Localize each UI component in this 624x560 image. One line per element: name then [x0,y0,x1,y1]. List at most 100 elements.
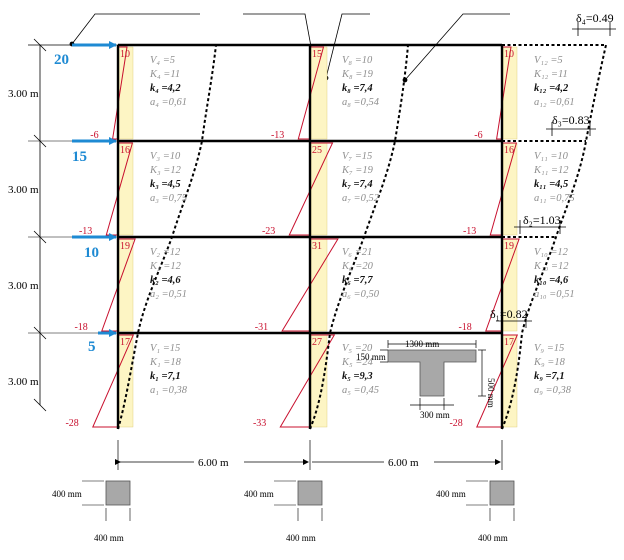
param-V-middle-3: V₇ =15 [342,151,372,162]
param-K-middle-2: K₆ =20 [341,261,374,272]
leader-line-2 [243,13,313,53]
moment-top-middle-1: 27 [312,337,322,348]
displacement-labels: δ₄=0.49 δ₃=0.83 δ₂=1.03 δ₁=0.82 [490,11,614,321]
load-value-2: 10 [84,245,99,261]
tbeam-total-depth: 500 mm [486,378,496,408]
param-a-middle-3: a₇ =0,52 [342,193,380,204]
param-K-left-2: K₂ =12 [149,261,182,272]
shear-band-right-4 [502,46,518,140]
param-a-right-1: a₉ =0,38 [534,385,572,396]
moment-bottom-right-4: -6 [474,130,482,141]
story-height-labels: 3.00 m 3.00 m 3.00 m 3.00 m [8,88,39,388]
shear-band-middle-2 [310,238,328,332]
story-height-1: 3.00 m [8,376,39,388]
moment-top-left-4: 10 [120,49,130,60]
moment-bottom-middle-4: -13 [271,130,284,141]
shear-band-middle-4 [310,46,328,140]
height-tick-2 [33,230,47,244]
moment-labels: 10-616-1319-1817-2815-1325-2331-3127-331… [65,49,514,429]
param-V-left-4: V₄ =5 [150,55,175,66]
load-value-4: 20 [54,52,69,68]
moment-top-middle-2: 31 [312,241,322,252]
param-V-right-1: V₉ =15 [534,343,564,354]
param-k-middle-2: k₆ =7,7 [342,275,373,286]
param-K-left-1: K₁ =18 [149,357,182,368]
moment-bottom-right-2: -18 [458,322,471,333]
param-k-middle-1: k₅ =9,3 [342,371,373,382]
param-k-left-2: k₂ =4,6 [150,275,181,286]
tbeam-section: 1300 mm 150 mm 500 mm 300 mm [356,339,496,420]
delta3-label: δ₃=0.83 [552,113,590,127]
tbeam-flange-depth: 150 mm [356,352,386,362]
param-k-left-4: k₄ =4,2 [150,83,181,94]
column-size-vertical-right: 400 mm [436,489,466,499]
param-k-middle-3: k₇ =7,4 [342,179,373,190]
shear-band-left-1 [118,334,134,428]
column-section-left [105,480,131,506]
moment-top-right-2: 19 [504,241,514,252]
shear-bands [118,46,518,428]
param-k-right-3: k₁₁ =4,5 [534,179,568,190]
bay-width-1: 6.00 m [198,457,229,469]
param-a-left-3: a₃ =0,75 [150,193,187,204]
param-V-middle-2: V₆ =21 [342,247,372,258]
moment-line-right-3 [489,142,518,236]
param-K-left-3: K₃ =12 [149,165,182,176]
moment-bottom-middle-1: -33 [253,418,266,429]
param-K-right-1: K₉ =18 [533,357,566,368]
load-labels: 20 15 10 5 [54,52,99,355]
delta2-label: δ₂=1.03 [523,213,561,227]
height-tick-4 [33,38,47,52]
moment-top-right-1: 17 [504,337,514,348]
height-dimensions [28,38,118,412]
deflection-right [501,44,607,430]
moment-bottom-left-2: -18 [74,322,87,333]
moment-top-left-1: 17 [120,337,130,348]
load-value-3: 15 [72,149,87,165]
param-K-middle-4: K₈ =19 [341,69,374,80]
moment-line-right-4 [496,46,512,140]
param-K-left-4: K₄ =11 [149,69,180,80]
param-k-left-1: k₁ =7,1 [150,371,181,382]
deflection-left [117,44,217,430]
shear-band-middle-3 [310,142,328,236]
column-size-vertical-left: 400 mm [52,489,82,499]
shear-band-left-3 [118,142,134,236]
moment-top-middle-4: 15 [312,49,322,60]
displacement-dims [496,22,616,328]
moment-bottom-middle-2: -31 [255,322,268,333]
moment-line-right-1 [476,334,519,428]
leader-lines [69,13,510,83]
story-height-2: 3.00 m [8,280,39,292]
param-k-right-2: k₁₀ =4,6 [534,275,569,286]
moment-line-middle-1 [279,334,336,428]
param-K-middle-3: K₇ =19 [341,165,374,176]
shear-band-left-4 [118,46,134,140]
tbeam-flange-width: 1300 mm [405,339,439,349]
param-K-right-3: K₁₁ =12 [533,165,569,176]
param-a-left-2: a₂ =0,51 [150,289,187,300]
param-V-right-3: V₁₁ =10 [534,151,569,162]
param-a-left-1: a₁ =0,38 [150,385,188,396]
shear-band-middle-1 [310,334,328,428]
column-size-horizontal-middle: 400 mm [286,533,316,543]
param-K-middle-1: K₅ =24 [341,357,374,368]
moment-line-left-1 [92,334,135,428]
moment-bottom-middle-3: -23 [262,226,275,237]
moment-top-right-4: 10 [504,49,514,60]
leader-line-4 [404,13,510,81]
leader-line-3 [325,13,370,79]
param-V-left-1: V₁ =15 [150,343,180,354]
load-arrows [72,41,117,337]
param-V-left-2: V₂ =12 [150,247,181,258]
param-a-middle-1: a₅ =0,45 [342,385,379,396]
param-k-left-3: k₃ =4,5 [150,179,181,190]
moment-bottom-left-1: -28 [65,418,78,429]
moment-top-right-3: 16 [504,145,514,156]
param-a-right-4: a₁₂ =0,61 [534,97,575,108]
delta1-label: δ₁=0.82 [490,307,528,321]
column-size-horizontal-left: 400 mm [94,533,124,543]
